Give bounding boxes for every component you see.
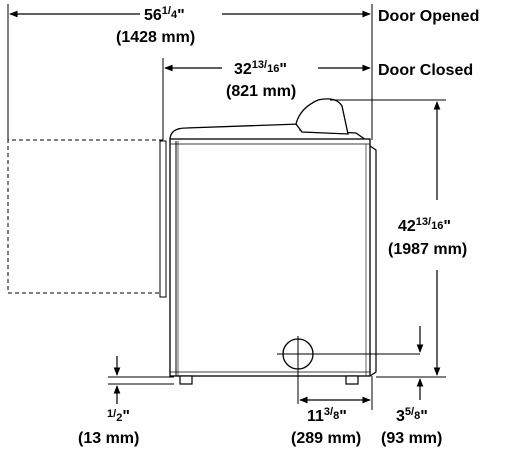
rear-leg	[345, 375, 359, 385]
dim-depth-closed-metric: (821 mm)	[226, 83, 296, 100]
dim-height-imperial: 4213/16"	[398, 216, 451, 235]
rear-panel	[369, 145, 377, 377]
dim-vent-offset-metric: (289 mm)	[291, 430, 361, 447]
dim-depth-closed-imperial: 3213/16"	[234, 59, 287, 78]
front-leg	[179, 375, 193, 385]
dim-overall-open-imperial: 561/4"	[144, 5, 185, 24]
dim-leg-clearance-metric: (13 mm)	[78, 430, 139, 447]
dim-overall-open-metric: (1428 mm)	[116, 29, 195, 46]
dim-height-metric: (1987 mm)	[388, 241, 467, 258]
control-console	[295, 98, 349, 135]
dim-vent-offset-imperial: 113/8"	[307, 406, 347, 425]
dim-vent-height-imperial: 35/8"	[396, 406, 428, 425]
label-door-opened: Door Opened	[378, 8, 479, 25]
dryer-cabinet	[169, 98, 371, 377]
dim-leg-clearance-imperial: 1/2"	[107, 408, 130, 425]
label-door-closed: Door Closed	[378, 62, 473, 79]
door-hinge-panel	[159, 140, 167, 298]
dim-vent-height-metric: (93 mm)	[381, 430, 442, 447]
open-door-outline	[7, 139, 163, 294]
